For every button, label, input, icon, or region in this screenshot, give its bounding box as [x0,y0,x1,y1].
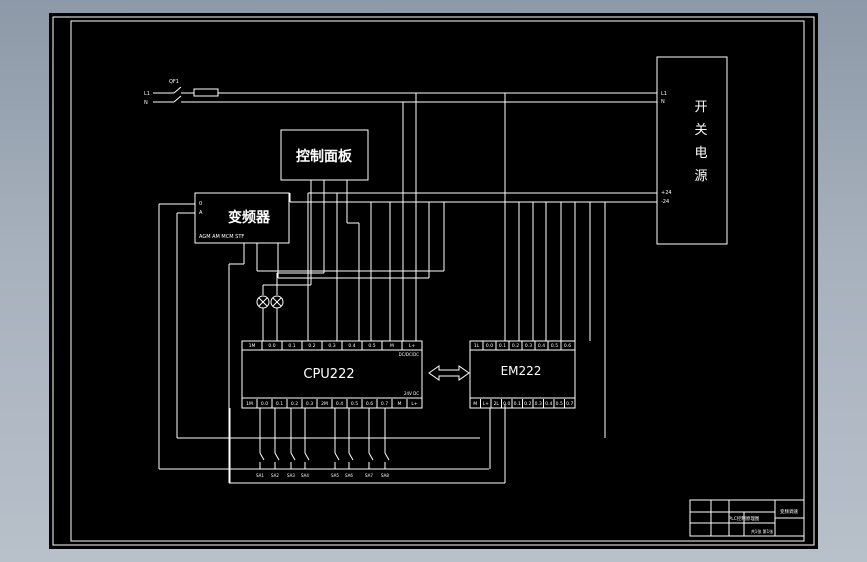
cpu-top-terminal-4: 0.3 [328,343,335,349]
cpu-bottom-tag: 24V DC [404,391,419,396]
inner-frame [70,20,805,542]
em-bottom-terminal-3: 0.0 [503,401,510,407]
title-label-right: 变频调速 [780,508,798,515]
control-panel-title: 控制面板 [296,148,353,165]
control-panel-box: 控制面板 [280,129,369,285]
switch-label-6: SA7 [365,473,373,478]
em-top-terminal-0: 1L [474,343,480,349]
em-top-terminal-3: 0.2 [512,343,519,349]
em-bottom-terminal-6: 0.3 [535,401,542,407]
em-bottom-terminal-7: 0.4 [545,401,552,407]
switch-label-4: SA5 [331,473,339,478]
cpu-title: CPU222 [303,367,354,382]
ps-name-4: 源 [694,169,707,184]
fuse [193,88,219,97]
inverter-label-a: A [199,210,203,216]
vertical-wiring [307,93,606,438]
switch-label-5: SA6 [345,473,353,478]
comm-arrow [428,365,470,381]
drawing-viewport[interactable]: L1 N QF1 L1 N +24 -24 开 关 电 源 [49,13,818,549]
switch-contact-2 [290,452,296,461]
indicator-lamps [256,272,324,341]
cpu-bottom-terminal-8: 0.6 [366,401,373,407]
em-top-terminal-2: 0.1 [499,343,506,349]
input-switches: SA1 SA2 SA3 SA4 SA5 SA6 SA7 SA8 [229,408,491,483]
supply-line-label: L1 [144,91,150,97]
cpu-top-terminal-5: 0.4 [348,343,355,349]
inverter-title: 变频器 [228,209,271,226]
em-bottom-terminal-5: 0.2 [524,401,531,407]
title-sheet: 共1张 第1张 [751,528,773,534]
inverter-wiring [228,193,506,484]
ps-name-3: 电 [694,146,707,161]
em-bottom-terminal-4: 0.1 [514,401,521,407]
cpu-bottom-terminal-2: 0.1 [276,401,283,407]
em-bottom-terminal-9: 0.7 [566,401,573,407]
switch-label-0: SA1 [256,473,264,478]
cpu-bottom-terminal-3: 0.2 [291,401,298,407]
inverter-terminals: AGM AM MCM STF [199,234,244,240]
cpu-top-terminal-1: 0.0 [268,343,275,349]
switch-contact-6 [368,452,374,461]
switch-contact-3 [304,452,310,461]
wiring-diagram: L1 N QF1 L1 N +24 -24 开 关 电 源 [52,16,815,546]
switch-label-3: SA4 [301,473,309,478]
em-bottom-terminal-8: 0.5 [556,401,563,407]
cpu-top-terminal-7: M [390,343,394,349]
switch-contact-0 [259,452,265,461]
em-bottom-terminal-2: 2L [494,401,500,407]
supply-neutral-label: N [144,100,148,106]
cpu-top-terminal-8: L+ [409,343,416,349]
outer-frame [52,16,815,546]
ps-output-plus: +24 [661,190,672,196]
cpu-bottom-terminal-9: 0.7 [381,401,388,407]
em-top-terminal-7: 0.6 [564,343,571,349]
cpu-top-terminal-0: 1M [249,343,256,349]
em-top-terminal-5: 0.4 [538,343,545,349]
breaker-label: QF1 [169,79,179,85]
dc-bus [290,192,657,203]
inverter-box: 0 A 变频器 AGM AM MCM STF [158,192,489,470]
cpu-bottom-terminal-0: 1M [246,401,253,407]
switch-label-1: SA2 [271,473,279,478]
ps-input-l1: L1 [661,91,667,97]
switch-label-7: SA8 [381,473,389,478]
switch-contact-5 [348,452,354,461]
switch-contact-4 [334,452,340,461]
supply-input: L1 N QF1 [144,79,657,106]
title-drawing-name: PLC控制原理图 [729,515,760,522]
em-top-terminal-1: 0.0 [486,343,493,349]
ps-name-2: 关 [694,123,707,138]
em-top-terminal-4: 0.3 [525,343,532,349]
power-supply-module: L1 N +24 -24 开 关 电 源 [656,56,728,245]
em-bottom-terminal-1: L+ [483,401,490,407]
cpu-bottom-terminal-1: 0.0 [261,401,268,407]
cpu-bottom-terminal-10: M [398,401,402,407]
cpu-bottom-terminal-4: 0.3 [306,401,313,407]
cpu-top-terminal-3: 0.2 [308,343,315,349]
ps-name-1: 开 [694,100,707,115]
switch-label-2: SA3 [287,473,295,478]
em-top-terminal-6: 0.5 [551,343,558,349]
ps-input-n: N [661,99,665,105]
cpu-top-terminal-6: 0.5 [368,343,375,349]
cpu-bottom-terminal-5: 2M [321,401,328,407]
inverter-label-0: 0 [199,201,202,207]
cpu-top-tag: DC/DC/DC [399,352,420,357]
switch-contact-7 [384,452,390,461]
cpu-bottom-terminal-6: 0.4 [336,401,343,407]
em-title: EM222 [501,364,542,378]
cpu-top-terminal-2: 0.1 [288,343,295,349]
em-bottom-terminal-0: M [473,401,477,407]
cpu-bottom-terminal-11: L+ [411,401,418,407]
ps-output-minus: -24 [661,199,669,205]
cpu-bottom-terminal-7: 0.5 [351,401,358,407]
switch-contact-1 [274,452,280,461]
title-block: PLC控制原理图 变频调速 共1张 第1张 [689,499,805,537]
